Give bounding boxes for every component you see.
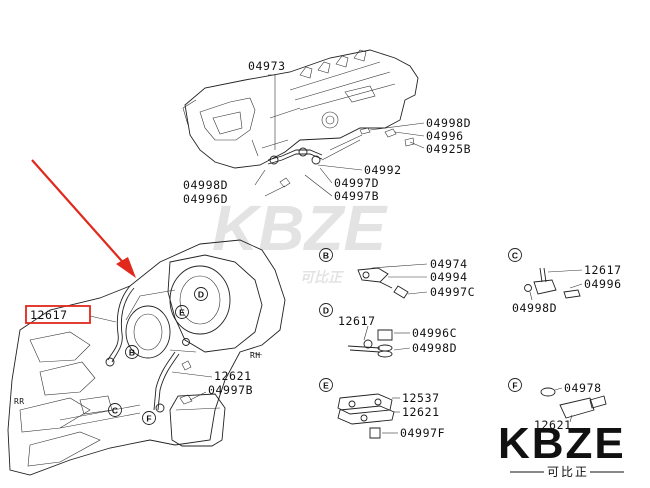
label-04992: 04992 (364, 163, 402, 177)
top-fittings (254, 122, 425, 197)
svg-text:C: C (512, 251, 518, 261)
logo-cn: 可比正 (547, 465, 589, 479)
svg-text:F: F (512, 381, 517, 391)
svg-text:B: B (129, 348, 135, 358)
engine-turbo-drawing (7, 239, 286, 476)
label-12621-main: 12621 (214, 369, 252, 383)
highlight-box (25, 305, 91, 324)
label-rh: RH (250, 351, 260, 360)
label-04973: 04973 (248, 59, 286, 73)
callout-b-main: B (125, 345, 139, 359)
detail-d-circle (319, 303, 333, 317)
label-d-04996c: 04996C (412, 326, 457, 340)
detail-labels: 04974 04994 04997C 12617 04996 04998D 12… (338, 257, 622, 440)
callout-c-main: C (108, 403, 122, 417)
label-d-12617: 12617 (338, 314, 376, 328)
label-04998d-top: 04998D (426, 116, 471, 130)
svg-text:F: F (146, 414, 151, 424)
svg-text:D: D (323, 306, 329, 316)
arrow-head-icon (116, 257, 136, 278)
label-b-04997c: 04997C (430, 285, 475, 299)
label-rr: RR (14, 397, 24, 406)
detail-f: F (508, 378, 607, 423)
watermark-text: KBZE (212, 192, 389, 264)
label-04996d: 04996D (183, 192, 228, 206)
label-04925b: 04925B (426, 142, 471, 156)
label-e-04997f: 04997F (400, 426, 445, 440)
label-d-04998d: 04998D (412, 341, 457, 355)
label-b-04974: 04974 (430, 257, 468, 271)
callout-f-main: F (142, 411, 156, 425)
label-c-04996: 04996 (584, 277, 622, 291)
label-c-12617: 12617 (584, 263, 622, 277)
label-12617-main: 12617 (30, 308, 68, 322)
detail-b-circle (319, 248, 333, 262)
main-callouts: B C D E F (108, 287, 208, 425)
label-c-04998d: 04998D (512, 301, 557, 315)
callout-d-main: D (194, 287, 208, 301)
label-04997b-main: 04997B (208, 383, 253, 397)
label-04998d-left: 04998D (183, 178, 228, 192)
label-04997d: 04997D (334, 176, 379, 190)
detail-c: C (508, 248, 583, 301)
injection-pump-drawing (182, 49, 419, 169)
svg-text:E: E (323, 381, 329, 391)
label-b-04994: 04994 (430, 270, 468, 284)
brand-logo: KBZE 可比正 (498, 419, 626, 479)
svg-text:B: B (323, 251, 329, 261)
callout-e-main: E (175, 305, 189, 319)
label-f-12621: 12621 (534, 418, 572, 432)
detail-e: E (319, 378, 400, 439)
label-f-04978: 04978 (564, 381, 602, 395)
svg-text:E: E (179, 308, 185, 318)
watermark-cn: 可比正 (300, 269, 344, 285)
label-04996-top: 04996 (426, 129, 464, 143)
main-labels: 04973 04998D 04996 04925B 04992 04997D 0… (14, 59, 471, 406)
detail-d: D (319, 303, 411, 358)
logo-text: KBZE (498, 419, 626, 468)
detail-c-circle (508, 248, 522, 262)
label-e-12537: 12537 (402, 391, 440, 405)
detail-e-circle (319, 378, 333, 392)
svg-text:D: D (198, 290, 204, 300)
svg-text:C: C (112, 406, 118, 416)
highlight-annotation (25, 159, 136, 324)
label-04997b-top: 04997B (334, 189, 379, 203)
detail-f-circle (508, 378, 522, 392)
label-e-12621: 12621 (402, 405, 440, 419)
watermark: KBZE 可比正 (212, 192, 389, 285)
detail-b: B (319, 248, 428, 299)
